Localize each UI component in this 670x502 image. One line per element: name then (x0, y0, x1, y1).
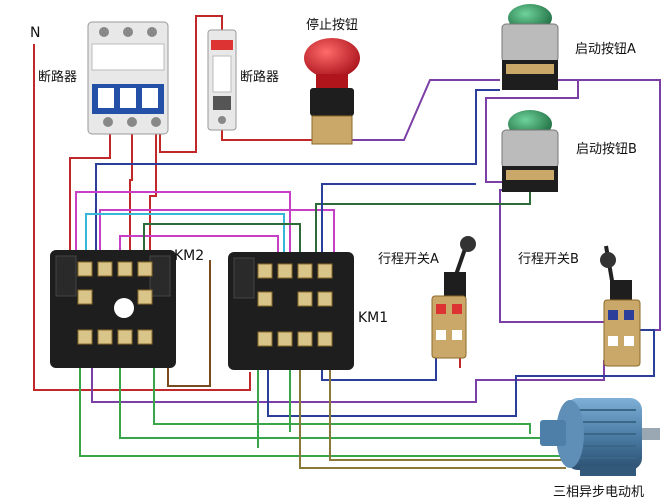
wire-stop-to-startA (348, 79, 500, 141)
wire-motor-3 (153, 360, 531, 434)
wire-olive (299, 360, 566, 469)
breaker-left-label: 断路器 (38, 70, 78, 85)
stop-button[interactable] (304, 38, 360, 145)
start-button-b[interactable] (501, 110, 559, 192)
wire-blue-right (321, 183, 476, 262)
wire-olive-2 (329, 360, 562, 461)
wire-breaker-out-2 (129, 132, 133, 268)
stop-button-label: 停止按钮 (306, 18, 359, 33)
start-button-a-label: 启动按钮A (575, 42, 636, 57)
wire-stop-feed (221, 128, 316, 141)
three-phase-motor (540, 398, 660, 476)
contactor-km2-label: KM2 (174, 248, 205, 264)
wire-startA-blue (95, 89, 500, 260)
wire-magenta-1 (75, 191, 291, 268)
start-button-b-label: 启动按钮B (576, 142, 637, 157)
wire-darkgreen-2 (315, 182, 531, 262)
wire-motor-1 (79, 356, 562, 457)
motor-label: 三相异步电动机 (553, 485, 645, 500)
breaker-right-label: 断路器 (240, 70, 280, 85)
limit-switch-b[interactable] (600, 245, 641, 367)
contactor-km2[interactable] (50, 250, 176, 368)
wire-breaker-out-1 (69, 132, 111, 268)
wire-breaker-top (159, 15, 223, 153)
wire-neutral (33, 44, 251, 391)
wire-magenta-2 (99, 209, 335, 268)
breaker-single-pole[interactable] (207, 29, 237, 131)
limit-switch-a-label: 行程开关A (378, 252, 439, 267)
contactor-km1[interactable] (228, 252, 354, 370)
neutral-label: N (30, 25, 41, 41)
limit-switch-a[interactable] (431, 236, 476, 359)
wire-motor-2 (119, 360, 549, 439)
wire-breaker-out-3 (149, 132, 157, 268)
limit-switch-b-label: 行程开关B (518, 252, 579, 267)
wire-startA-loop (485, 79, 579, 183)
contactor-km1-label: KM1 (358, 310, 389, 326)
breaker-three-pole[interactable] (87, 21, 169, 135)
wire-blue-bottom (267, 329, 655, 417)
start-button-a[interactable] (501, 4, 559, 90)
